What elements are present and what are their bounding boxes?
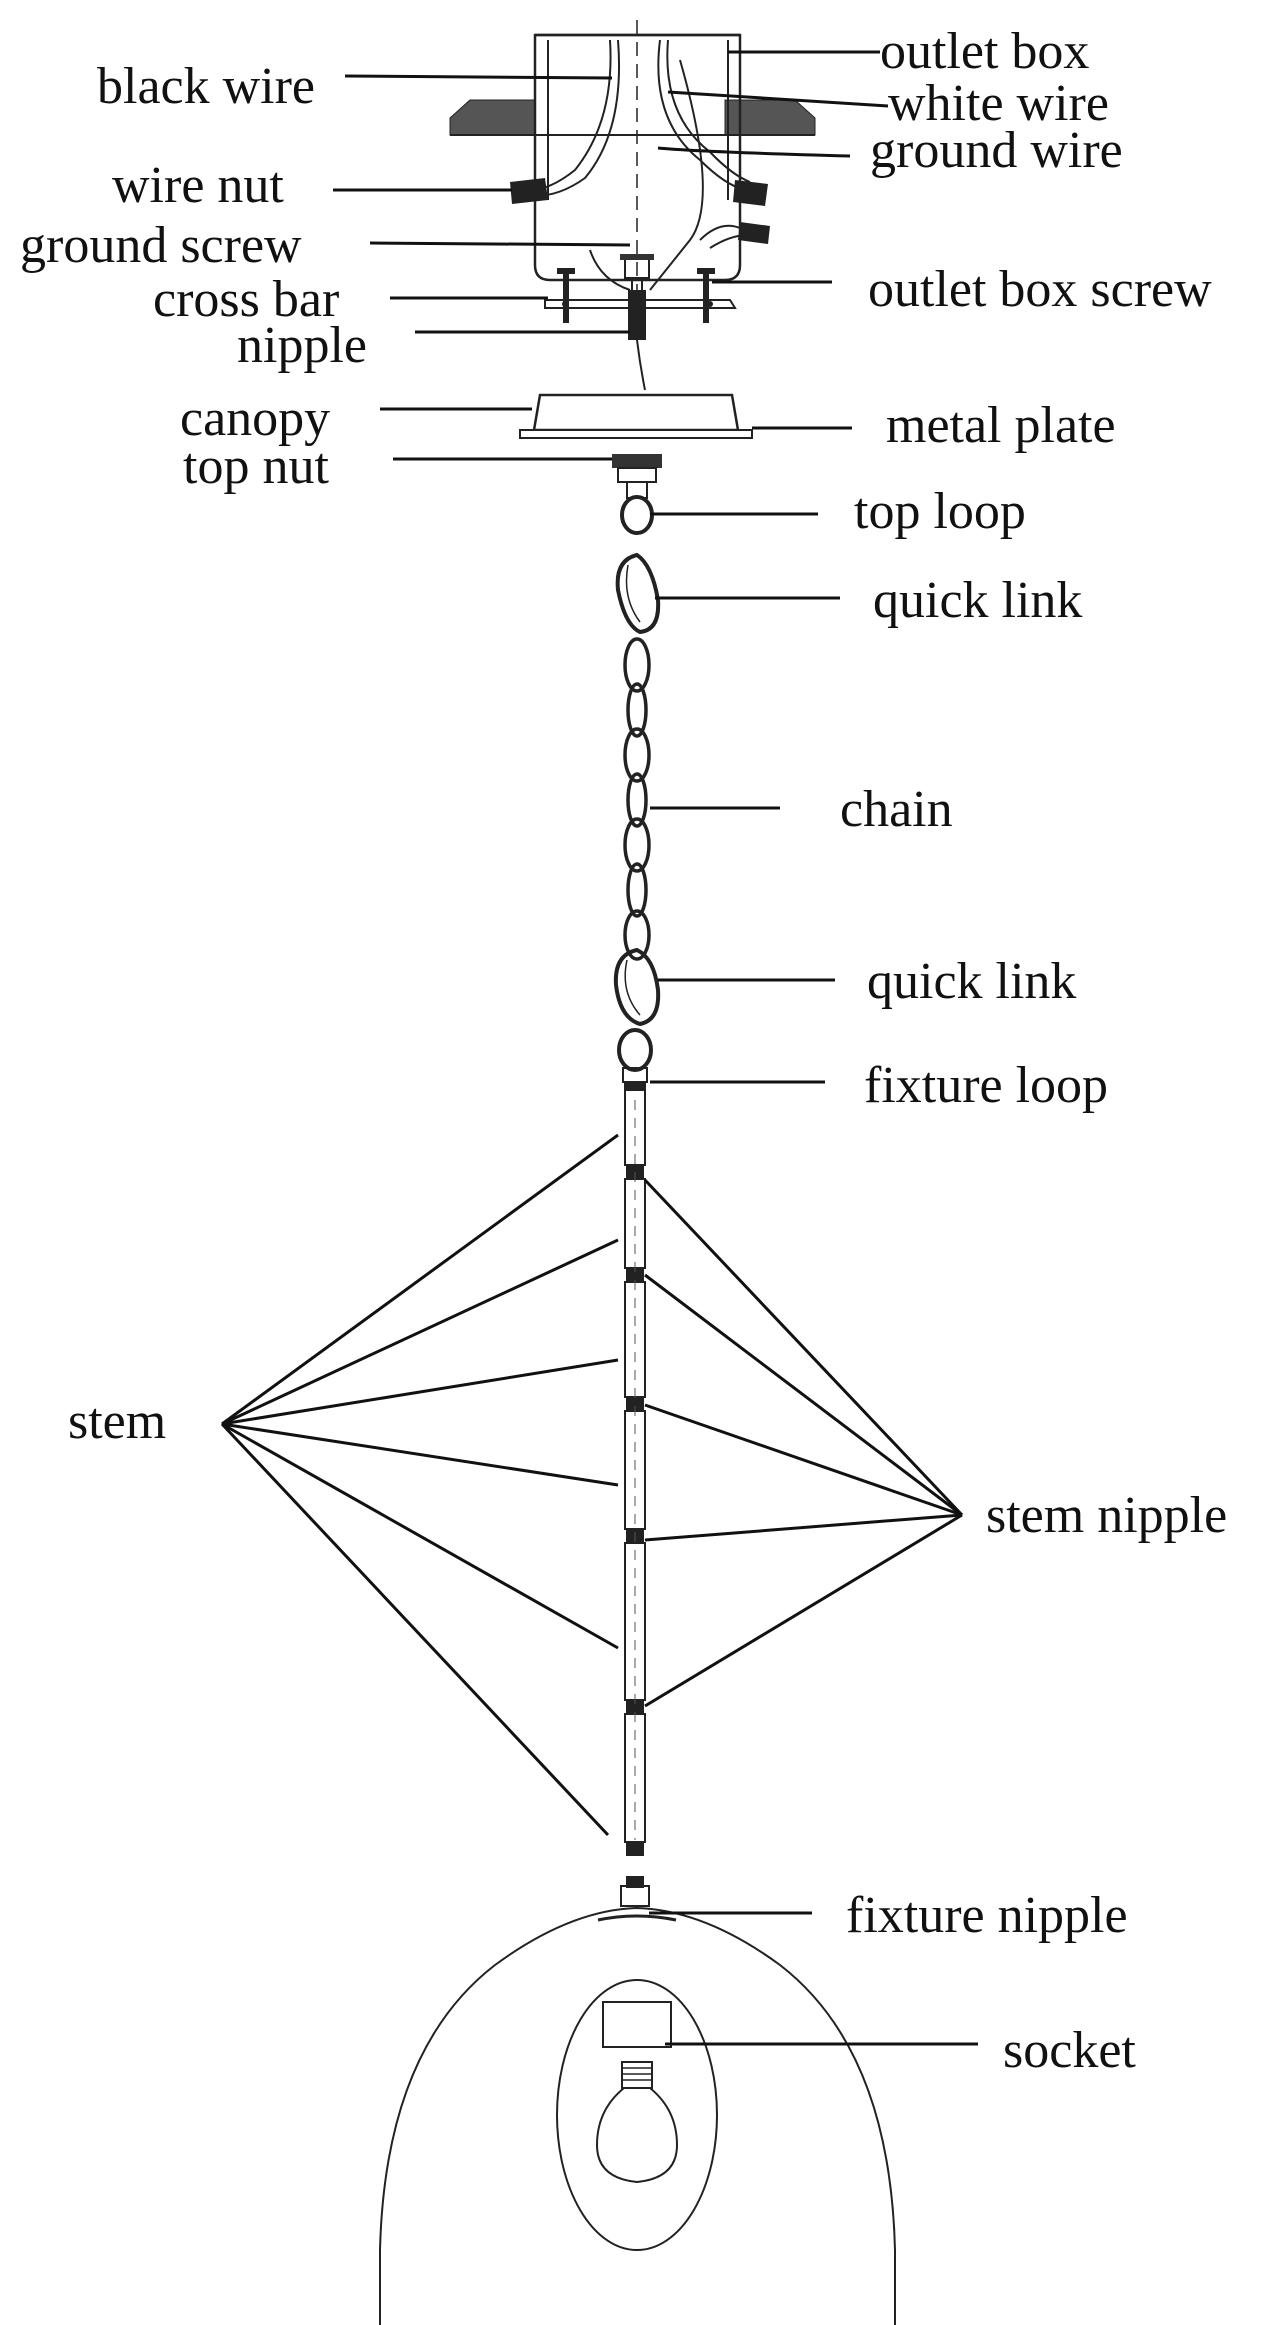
stem-segments	[624, 1089, 646, 1856]
label-outlet-box-screw: outlet box screw	[868, 261, 1212, 318]
stem-fan-lines	[220, 1133, 619, 1837]
top-loop-shape	[620, 481, 654, 535]
label-ground-wire: ground wire	[870, 122, 1123, 179]
label-fixture-nipple: fixture nipple	[846, 1887, 1128, 1944]
quick-link-upper-shape	[615, 552, 661, 635]
glass-shade	[379, 1906, 896, 2325]
cord-upper	[636, 339, 646, 391]
outlet-box-shape	[533, 33, 742, 282]
label-cross-bar: cross bar	[153, 271, 339, 328]
label-wire-nut: wire nut	[112, 157, 284, 214]
wire-nut-right	[733, 180, 768, 206]
label-top-loop: top loop	[854, 483, 1026, 540]
top-nut-shape	[612, 454, 662, 483]
stem-nipple-fan-lines	[643, 1178, 964, 1708]
label-top-nut: top nut	[183, 438, 329, 495]
quick-link-lower-shape	[613, 947, 661, 1027]
leader-lines	[333, 50, 978, 2046]
label-fixture-loop: fixture loop	[864, 1057, 1108, 1114]
label-quick-link-lower: quick link	[867, 953, 1076, 1010]
label-metal-plate: metal plate	[886, 397, 1116, 454]
nipple-shape	[628, 279, 646, 340]
label-ground-screw: ground screw	[20, 217, 302, 274]
fixture-nipple-shape	[620, 1876, 650, 1907]
wire-nut-left	[510, 178, 548, 204]
ceiling-drywall	[449, 99, 816, 136]
canopy-shape	[532, 393, 740, 432]
outlet-box-screw-left	[557, 268, 575, 323]
label-socket: socket	[1003, 2022, 1136, 2079]
label-stem-nipple: stem nipple	[986, 1487, 1227, 1544]
label-outlet-box: outlet box	[880, 23, 1089, 80]
label-nipple: nipple	[237, 317, 367, 374]
light-bulb-icon	[595, 2061, 679, 2184]
label-canopy: canopy	[180, 390, 330, 447]
label-quick-link-upper: quick link	[873, 572, 1082, 629]
label-white-wire: white wire	[888, 75, 1109, 132]
label-black-wire: black wire	[97, 58, 315, 115]
label-chain: chain	[840, 781, 953, 838]
outlet-box-screw-right	[697, 268, 715, 323]
wire-nut-right-2	[738, 222, 770, 244]
socket-shape	[556, 1979, 718, 2251]
fixture-loop-shape	[617, 1028, 653, 1090]
metal-plate-shape	[519, 429, 753, 439]
ground-screw-shape	[620, 254, 654, 279]
label-stem: stem	[68, 1393, 166, 1450]
chain-shape	[623, 637, 651, 961]
